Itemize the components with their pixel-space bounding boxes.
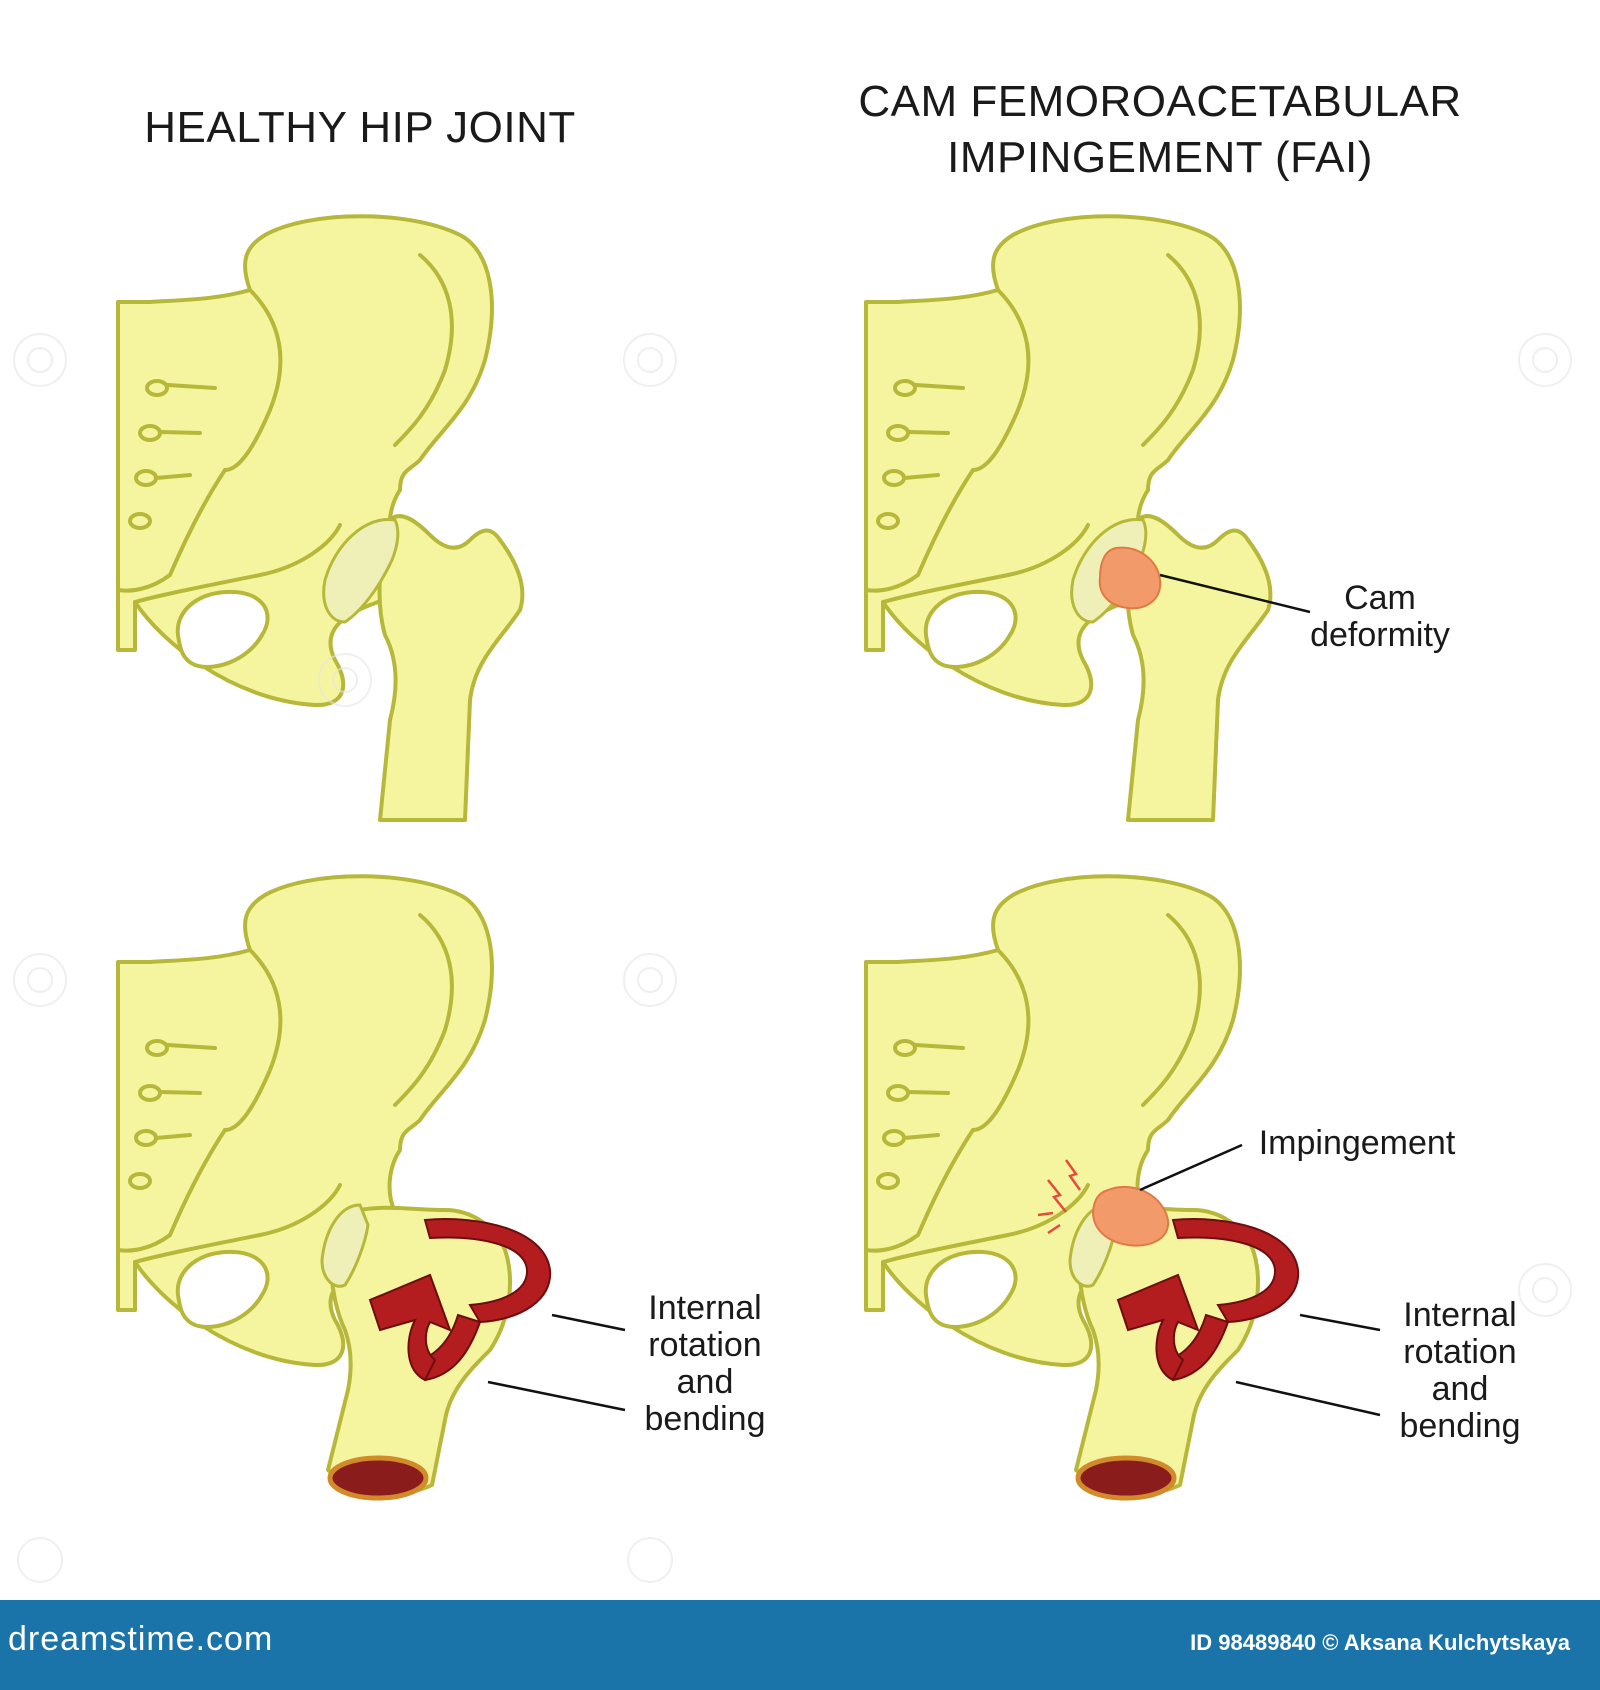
label-cam-deformity: Cam deformity bbox=[1290, 580, 1470, 654]
label-left-rotation-2: rotation bbox=[648, 1326, 762, 1364]
footer-image-credit: ID 98489840 © Aksana Kulchytskaya bbox=[1190, 1630, 1570, 1655]
cam-deformity-bump bbox=[1098, 546, 1162, 610]
label-cam-line2: deformity bbox=[1310, 616, 1450, 654]
label-right-rotation-1: Internal bbox=[1403, 1296, 1517, 1334]
label-right-rotation-4: bending bbox=[1399, 1407, 1521, 1445]
label-impingement: Impingement bbox=[1258, 1124, 1456, 1162]
hip-diagram bbox=[13, 214, 1572, 1583]
title-cam-fai-line2: IMPINGEMENT (FAI) bbox=[947, 133, 1373, 182]
label-left-rotation-4: bending bbox=[644, 1400, 766, 1438]
label-right-rotation-2: rotation bbox=[1403, 1333, 1517, 1371]
left-rotation-pointer-top bbox=[551, 1313, 626, 1332]
left-rotation-pointer-bottom bbox=[487, 1380, 626, 1412]
cam-fai-femur-rotated bbox=[1037, 1159, 1300, 1498]
label-left-rotation: Internal rotation and bending bbox=[625, 1290, 785, 1438]
impingement-cam-bump bbox=[1091, 1185, 1170, 1247]
cam-pointer-line bbox=[1159, 573, 1311, 614]
label-right-rotation-3: and bbox=[1431, 1370, 1489, 1408]
title-healthy-hip: HEALTHY HIP JOINT bbox=[144, 103, 576, 152]
label-cam-line1: Cam bbox=[1344, 579, 1416, 617]
title-cam-fai-line1: CAM FEMOROACETABULAR bbox=[858, 77, 1462, 126]
impingement-pointer-line bbox=[1139, 1143, 1243, 1192]
label-left-rotation-3: and bbox=[676, 1363, 734, 1401]
right-rotation-pointer-bottom bbox=[1235, 1380, 1381, 1417]
right-rotation-pointer-top bbox=[1299, 1313, 1381, 1332]
watermark-swirls bbox=[13, 333, 1572, 1583]
label-right-rotation: Internal rotation and bending bbox=[1380, 1297, 1540, 1445]
footer-bar: dreamstime.com ID 98489840 © Aksana Kulc… bbox=[0, 1600, 1600, 1690]
pain-spark-marks bbox=[1037, 1159, 1082, 1235]
healthy-hip-standing bbox=[116, 214, 525, 822]
label-left-rotation-1: Internal bbox=[648, 1289, 762, 1327]
healthy-femur-rotated bbox=[322, 1205, 552, 1498]
footer-brand-logo[interactable]: dreamstime.com bbox=[8, 1620, 274, 1658]
cam-fai-hip-standing bbox=[864, 214, 1273, 822]
